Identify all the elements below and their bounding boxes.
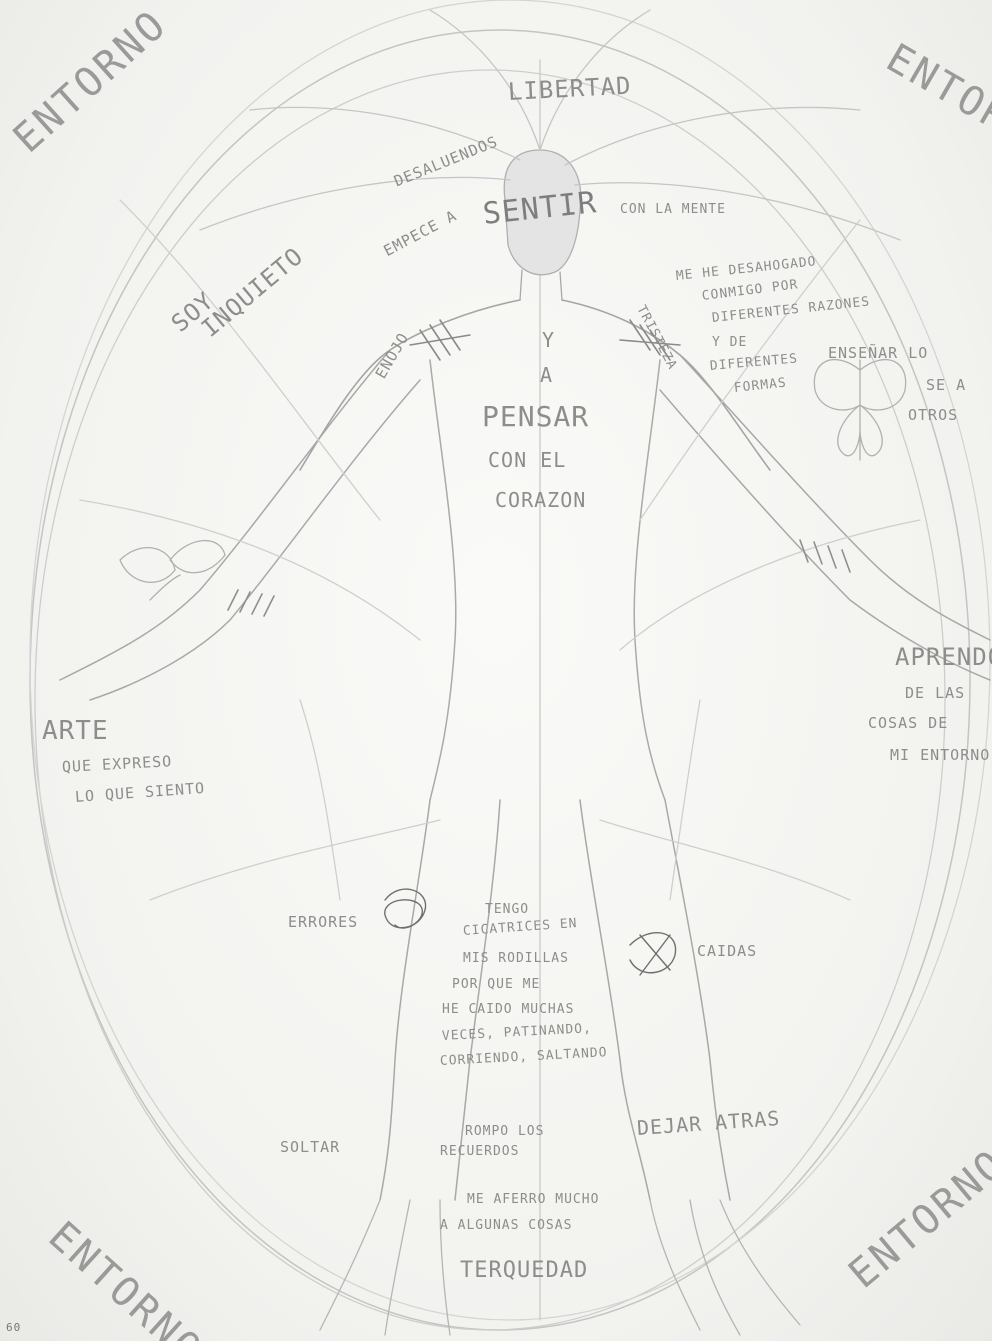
right-knee-scribble xyxy=(630,933,676,975)
torso xyxy=(300,300,770,470)
desahogo-line-4: Y DE xyxy=(712,336,747,349)
left-arm xyxy=(60,350,420,700)
y-text: Y xyxy=(542,330,555,350)
a-text: A xyxy=(540,365,553,385)
con-la-mente-text: CON LA MENTE xyxy=(620,203,726,216)
cicatrices-line-5: HE CAIDO MUCHAS xyxy=(442,1003,574,1016)
page-number: 60 xyxy=(6,1322,21,1333)
caidas-text: CAIDAS xyxy=(697,944,757,959)
arte-text: ARTE xyxy=(42,718,109,744)
corazon-text: CORAZON xyxy=(495,490,586,510)
butterfly-drawing xyxy=(814,360,905,460)
right-leg xyxy=(580,800,730,1200)
aprendo-line-2: DE LAS xyxy=(905,686,965,701)
pensar-text: PENSAR xyxy=(482,403,589,431)
soltar-text: SOLTAR xyxy=(280,1140,340,1155)
terquedad-text: TERQUEDAD xyxy=(460,1260,588,1282)
ensenar-line-3: OTROS xyxy=(908,408,958,423)
left-roots xyxy=(320,1200,450,1335)
right-roots xyxy=(650,1200,800,1335)
left-knee-scribble xyxy=(385,889,426,928)
cicatrices-line-4: POR QUE ME xyxy=(452,978,540,991)
cicatrices-line-3: MIS RODILLAS xyxy=(463,952,569,965)
rompo-line-2: RECUERDOS xyxy=(440,1145,519,1158)
rompo-line-1: ROMPO LOS xyxy=(465,1125,544,1138)
ensenar-line-1: ENSEÑAR LO xyxy=(828,346,928,361)
aprendo-line-4: MI ENTORNO xyxy=(890,748,990,763)
errores-text: ERRORES xyxy=(288,915,358,930)
aprendo-line-1: APRENDO xyxy=(895,645,992,669)
ensenar-line-2: SE A xyxy=(926,378,966,393)
me-aferro-line-2: A ALGUNAS COSAS xyxy=(440,1219,572,1232)
leaf-drawing xyxy=(120,541,225,600)
me-aferro-line-1: ME AFERRO MUCHO xyxy=(467,1193,599,1206)
libertad-text: LIBERTAD xyxy=(507,74,632,104)
right-arm xyxy=(660,355,990,680)
left-leg xyxy=(380,800,500,1200)
cicatrices-line-1: TENGO xyxy=(485,903,529,916)
con-el-text: CON EL xyxy=(488,450,566,470)
aprendo-line-3: COSAS DE xyxy=(868,716,948,731)
hatch-left-shoulder xyxy=(410,320,470,360)
